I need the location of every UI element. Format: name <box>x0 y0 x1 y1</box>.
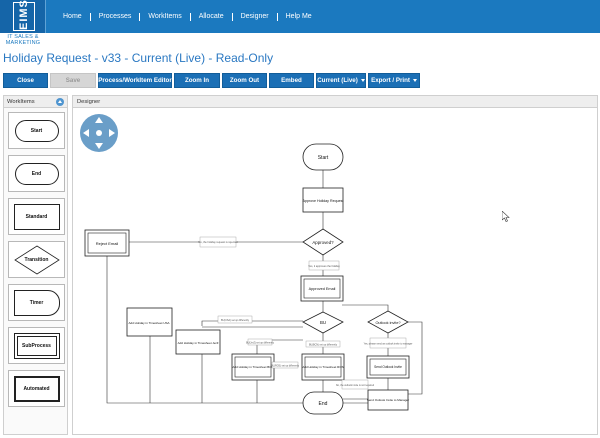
workitem-subprocess-label: SubProcess <box>22 342 51 349</box>
nav-allocate[interactable]: Allocate <box>191 12 233 21</box>
standard-shape: Standard <box>13 203 60 230</box>
workitem-standard-label: Standard <box>25 213 48 220</box>
logo-box <box>0 0 46 33</box>
workitem-transition[interactable]: Transition <box>8 241 65 278</box>
transition-diamond <box>14 245 60 275</box>
workitem-timer-label: Timer <box>29 299 44 306</box>
flow-edges <box>106 170 423 404</box>
node-approved-label: Approved? <box>312 240 334 245</box>
workitem-transition-label: Transition <box>24 256 49 263</box>
node-start[interactable]: Start <box>302 143 344 171</box>
toolbar: Close Save Process/WorkItem Editor Zoom … <box>3 73 600 88</box>
node-send-invite-label: Send Outlook Invite <box>374 365 402 369</box>
process-editor-button[interactable]: Process/WorkItem Editor <box>98 73 172 88</box>
nav-workitems[interactable]: WorkItems <box>140 12 191 21</box>
node-usa[interactable]: Add Holiday in Timesheet USA <box>126 307 173 337</box>
zoom-out-button[interactable]: Zoom Out <box>222 73 267 88</box>
flowchart-canvas: Start Approve Holiday Request Approved? … <box>84 143 423 415</box>
workitem-automated[interactable]: Automated <box>8 370 65 407</box>
current-live-label: Current (Live) <box>317 77 358 84</box>
pan-right-icon[interactable] <box>109 129 115 137</box>
nav-processes[interactable]: Processes <box>91 12 141 21</box>
node-approved-email-label: Approved Email <box>309 287 336 291</box>
transition-shape: Transition <box>25 257 49 263</box>
node-end-label: End <box>319 401 328 407</box>
workitem-subprocess[interactable]: SubProcess <box>8 327 65 364</box>
edge-labels: No, the holiday request is rejected Yes,… <box>198 236 413 390</box>
node-approve[interactable]: Approve Holiday Request <box>302 187 344 213</box>
top-nav-bar <box>0 0 600 33</box>
edge-label-no: No, the holiday request is rejected <box>198 240 238 244</box>
subprocess-shape: SubProcess <box>13 332 60 359</box>
workitem-end-label: End <box>31 170 42 177</box>
workitem-standard[interactable]: Standard <box>8 198 65 235</box>
logo-letters: EIMS <box>13 0 35 31</box>
nav-home[interactable]: Home <box>55 12 91 21</box>
mouse-cursor-icon <box>502 211 510 222</box>
node-send-manager-label: Send Outlook Invite to Manager <box>367 398 409 402</box>
workitems-header: WorkItems <box>4 96 67 108</box>
pan-left-icon[interactable] <box>83 129 89 137</box>
edge-label-outlook-yes: Yes, please send an outlook invite to ma… <box>364 343 413 346</box>
caret-down-icon <box>360 79 365 82</box>
eims-logo[interactable]: EIMS IT SALES & MARKETING <box>0 0 46 46</box>
pan-center-icon[interactable] <box>96 130 102 136</box>
edge-label-bu-usa: BU(USA) set up differently <box>221 319 250 322</box>
export-print-dropdown[interactable]: Export / Print <box>368 73 420 88</box>
node-send-manager[interactable]: Send Outlook Invite to Manager <box>367 389 409 411</box>
embed-button[interactable]: Embed <box>269 73 314 88</box>
logo-subtitle: IT SALES & MARKETING <box>5 34 41 46</box>
nav-help-me[interactable]: Help Me <box>285 12 312 20</box>
automated-shape: Automated <box>13 375 60 402</box>
node-approved-email[interactable]: Approved Email <box>300 275 344 302</box>
node-reject-email[interactable]: Reject Email <box>84 229 130 257</box>
node-bu-decision[interactable]: BU <box>302 311 344 334</box>
node-bu-label: BU <box>320 320 326 325</box>
end-shape: End <box>14 162 59 185</box>
node-bcn-label: Add Holiday in Timesheet BCN <box>232 365 273 369</box>
node-approved-decision[interactable]: Approved? <box>302 228 344 256</box>
zoom-in-button[interactable]: Zoom In <box>174 73 220 88</box>
pan-control[interactable] <box>79 113 119 153</box>
node-jerz-label: Add Holiday in Timesheet JerZ <box>178 341 219 345</box>
node-ros[interactable]: Add Holiday in Timesheet ROS <box>301 353 345 381</box>
workitem-end[interactable]: End <box>8 155 65 192</box>
page-title: Holiday Request - v33 - Current (Live) -… <box>3 51 274 65</box>
node-approve-label: Approve Holiday Request <box>303 199 344 203</box>
timer-shape: Timer <box>13 289 60 316</box>
node-jerz[interactable]: Add Holiday in Timesheet JerZ <box>175 329 221 355</box>
close-button[interactable]: Close <box>3 73 48 88</box>
pan-down-icon[interactable] <box>95 143 103 149</box>
node-outlook-decision[interactable]: Outlook invite? <box>367 310 409 334</box>
node-bcn[interactable]: Add Holiday in Timesheet BCN <box>231 353 275 381</box>
node-end[interactable]: End <box>302 391 344 415</box>
workitems-title: WorkItems <box>7 99 35 105</box>
nav-designer[interactable]: Designer <box>233 12 278 21</box>
workitem-automated-label: Automated <box>23 385 50 392</box>
node-usa-label: Add Holiday in Timesheet USA <box>128 321 169 325</box>
workitem-timer[interactable]: Timer <box>8 284 65 321</box>
node-send-invite[interactable]: Send Outlook Invite <box>366 355 410 379</box>
node-ros-label: Add Holiday in Timesheet ROS <box>302 365 343 369</box>
top-nav: Home Processes WorkItems Allocate Design… <box>55 0 320 33</box>
workitem-start-label: Start <box>30 127 43 134</box>
edge-label-bu-jerz: BU(JerZ) set up differently <box>246 342 275 345</box>
edge-label-yes: Yes, it approves the holiday <box>308 264 340 268</box>
workitems-panel: WorkItems Start End Standard Transition … <box>3 95 68 435</box>
collapse-icon[interactable] <box>56 98 64 106</box>
start-shape: Start <box>14 119 59 142</box>
caret-down-icon <box>412 79 417 82</box>
designer-header: Designer <box>73 96 597 108</box>
edge-label-outlook-no: No, the outlook invite is not required <box>336 384 375 387</box>
export-print-label: Export / Print <box>371 77 410 84</box>
edge-label-bu-bcn: BU(BCN) set up differently <box>309 344 338 347</box>
save-button[interactable]: Save <box>50 73 96 88</box>
workitem-start[interactable]: Start <box>8 112 65 149</box>
pan-up-icon[interactable] <box>95 117 103 123</box>
node-outlook-label: Outlook invite? <box>375 321 400 325</box>
edge-label-bu-ros: BU(ROS) set up differently <box>271 365 300 368</box>
node-start-label: Start <box>318 155 329 161</box>
current-live-dropdown[interactable]: Current (Live) <box>316 73 366 88</box>
node-reject-label: Reject Email <box>96 241 119 246</box>
